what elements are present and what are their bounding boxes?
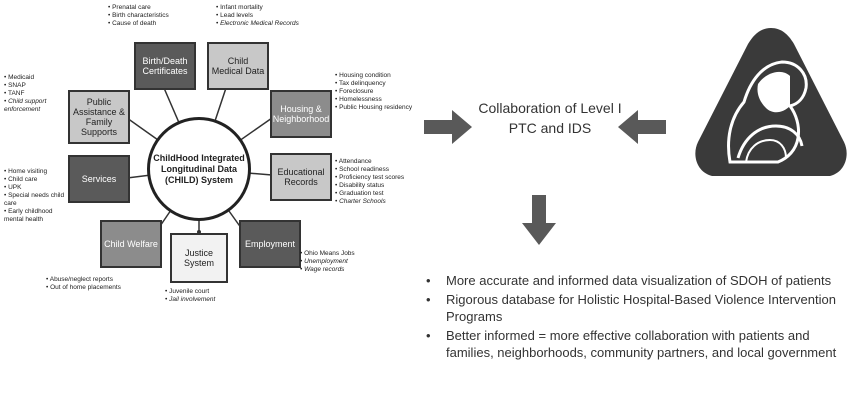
mother-and-child-logo-icon: [695, 28, 847, 176]
list-item: Lead levels: [216, 12, 299, 20]
list-item: UPK: [4, 184, 66, 192]
list-item: Tax delinquency: [335, 80, 415, 88]
list-item: Wage records: [300, 266, 355, 274]
list-item: Out of home placements: [46, 284, 121, 292]
list-item: Child care: [4, 176, 66, 184]
list-item: Rigorous database for Holistic Hospital-…: [422, 291, 842, 325]
list-item: Housing condition: [335, 72, 415, 80]
child-medical-bullets: Infant mortality Lead levels Electronic …: [216, 4, 299, 28]
birth-death-label: Birth/Death Certificates: [142, 56, 188, 76]
list-item: Infant mortality: [216, 4, 299, 12]
child-medical-data-box: Child Medical Data: [207, 42, 269, 90]
list-item: Early childhood mental health: [4, 208, 66, 224]
list-item: Public Housing residency: [335, 104, 415, 112]
child-welfare-box: Child Welfare: [100, 220, 162, 268]
birth-death-bullets: Prenatal care Birth characteristics Caus…: [108, 4, 169, 28]
employment-box: Employment: [239, 220, 301, 268]
educational-bullets: Attendance School readiness Proficiency …: [335, 158, 404, 206]
child-medical-label: Child Medical Data: [211, 56, 265, 76]
list-item: SNAP: [4, 82, 64, 90]
list-item: Jail involvement: [165, 296, 215, 304]
list-item: Attendance: [335, 158, 404, 166]
collaboration-text: Collaboration of Level I PTC and IDS: [478, 100, 622, 136]
list-item: Charter Schools: [335, 198, 404, 206]
list-item: Electronic Medical Records: [216, 20, 299, 28]
list-item: Better informed = more effective collabo…: [422, 327, 842, 361]
birth-death-certificates-box: Birth/Death Certificates: [134, 42, 196, 90]
list-item: Cause of death: [108, 20, 169, 28]
list-item: Proficiency test scores: [335, 174, 404, 182]
list-item: Special needs child care: [4, 192, 66, 208]
services-box: Services: [68, 155, 130, 203]
list-item: School readiness: [335, 166, 404, 174]
employment-bullets: Ohio Means Jobs Unemployment Wage record…: [300, 250, 355, 274]
list-item: Home visiting: [4, 168, 66, 176]
list-item: Juvenile court: [165, 288, 215, 296]
list-item: More accurate and informed data visualiz…: [422, 272, 842, 289]
child-welfare-label: Child Welfare: [104, 239, 158, 249]
child-welfare-bullets: Abuse/neglect reports Out of home placem…: [46, 276, 121, 292]
down-arrow-icon: [522, 195, 556, 245]
center-label: ChildHood Integrated Longitudinal Data (…: [153, 152, 245, 185]
public-assistance-box: Public Assistance & Family Supports: [68, 90, 130, 144]
list-item: Graduation test: [335, 190, 404, 198]
list-item: Prenatal care: [108, 4, 169, 12]
educational-label: Educational Records: [277, 167, 325, 187]
list-item: Disability status: [335, 182, 404, 190]
list-item: Homelessness: [335, 96, 415, 104]
list-item: Unemployment: [300, 258, 355, 266]
justice-system-box: Justice System: [170, 233, 228, 283]
left-arrow-icon: [618, 110, 666, 144]
list-item: Child support enforcement: [4, 98, 64, 114]
justice-bullets: Juvenile court Jail involvement: [165, 288, 215, 304]
list-item: Medicaid: [4, 74, 64, 82]
housing-bullets: Housing condition Tax delinquency Forecl…: [335, 72, 415, 112]
public-assistance-label: Public Assistance & Family Supports: [72, 97, 126, 137]
list-item: Foreclosure: [335, 88, 415, 96]
right-arrow-icon: [424, 110, 472, 144]
list-item: Birth characteristics: [108, 12, 169, 20]
educational-records-box: Educational Records: [270, 153, 332, 201]
list-item: Abuse/neglect reports: [46, 276, 121, 284]
list-item: Ohio Means Jobs: [300, 250, 355, 258]
public-assistance-bullets: Medicaid SNAP TANF Child support enforce…: [4, 74, 64, 114]
outcomes-list: More accurate and informed data visualiz…: [422, 272, 842, 363]
child-system-center: ChildHood Integrated Longitudinal Data (…: [147, 117, 251, 221]
list-item: TANF: [4, 90, 64, 98]
justice-label: Justice System: [183, 248, 214, 268]
housing-label: Housing & Neighborhood: [272, 104, 330, 124]
services-label: Services: [81, 174, 117, 184]
services-bullets: Home visiting Child care UPK Special nee…: [4, 168, 66, 224]
employment-label: Employment: [244, 239, 296, 249]
housing-neighborhood-box: Housing & Neighborhood: [270, 90, 332, 138]
